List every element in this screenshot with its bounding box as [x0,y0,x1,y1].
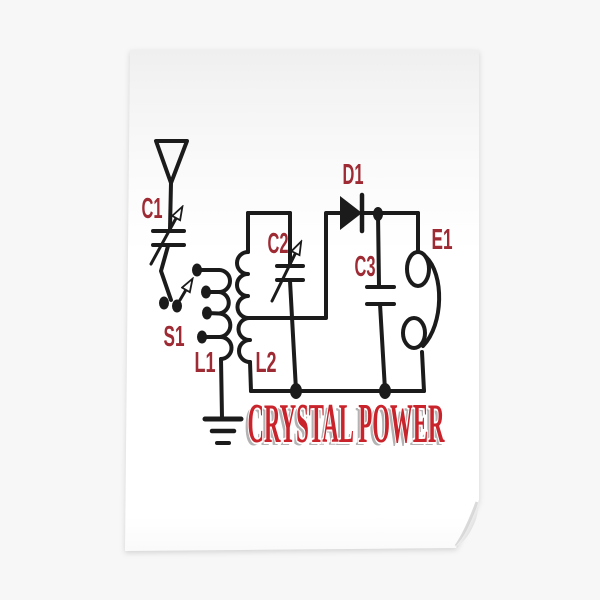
earphone-bottom-wire [420,350,426,393]
page-curl [454,499,479,547]
c1-arrow [149,211,180,266]
tap-dot [201,285,211,299]
diode-input-wire [247,211,342,320]
coil-l2 [235,250,252,364]
earphone-e1-icon [401,250,442,350]
junction-dot [373,207,383,221]
ground-icon [202,416,244,445]
c2-arrow [270,246,299,303]
switch-pivot-dot [159,296,169,310]
junction-dot [379,383,391,399]
label-l1: L1 [195,347,216,379]
coil-l2-bottom-wire [248,360,253,393]
switch-pivot-dot [172,299,182,313]
coil-l1 [217,268,234,361]
junction-dot [290,383,302,399]
label-s1: S1 [164,321,185,353]
label-d1: D1 [343,159,364,191]
tap-dot [192,263,202,277]
ground-lead-wire [219,357,224,420]
label-c1: C1 [142,193,163,225]
label-e1: E1 [432,224,453,256]
poster-title: CRYSTAL POWER [248,393,445,455]
c1-to-switch-wire [159,244,173,302]
c3-bottom-wire [378,302,387,392]
capacitor-c3 [365,285,396,306]
c3-top-wire [376,212,381,288]
antenna-lead-wire [168,181,173,231]
tap-dot [197,330,207,344]
c2-bottom-wire [288,279,298,392]
label-l2: L2 [256,347,277,379]
schematic-solids [159,196,391,399]
antenna-icon [154,139,189,185]
poster-title-shadow: CRYSTAL POWER [245,396,442,458]
coil-l1-taps [195,268,222,339]
switch-s1-wiper [178,283,190,302]
label-c3: C3 [355,251,376,283]
tap-dot [202,306,212,320]
diode-d1-icon [340,196,362,230]
label-c2: C2 [268,228,289,260]
